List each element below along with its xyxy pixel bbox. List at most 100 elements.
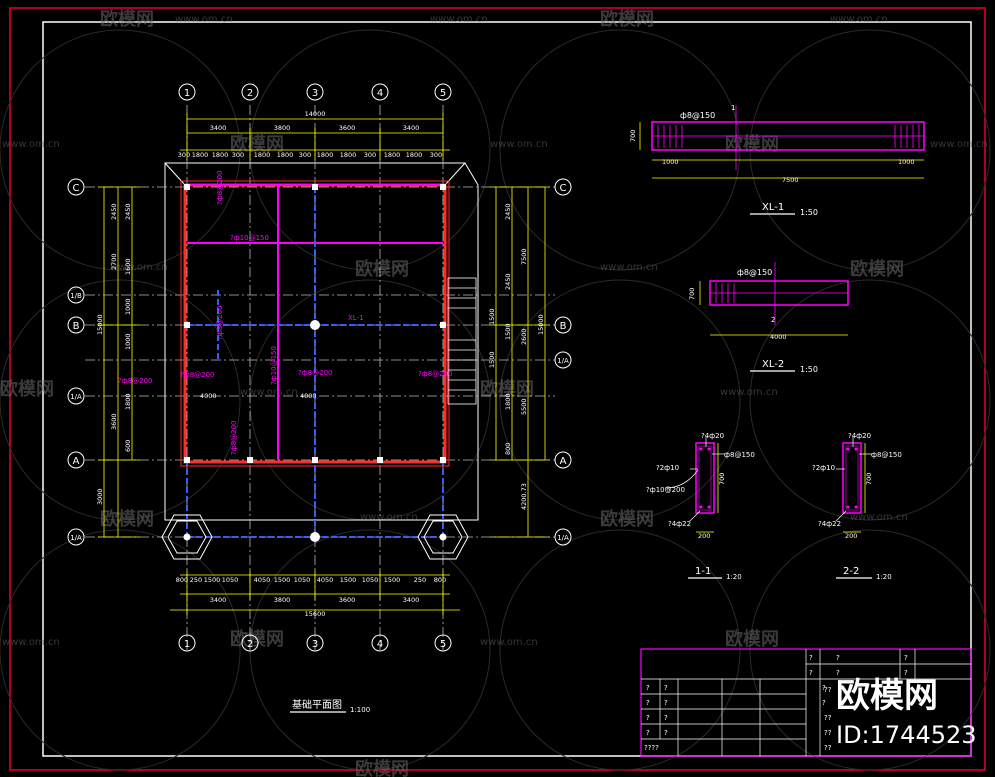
dim-left-7: 3600 — [110, 413, 118, 430]
axis-label-5-bottom: 5 — [440, 639, 446, 650]
tb-cell-12: ? — [664, 714, 668, 722]
axis-label-A0-left: 1/A — [70, 534, 82, 542]
section-2-2: ?4ф20 ?2ф10 ф8@150 ?4ф22 700 200 2-2 1:2… — [812, 432, 902, 581]
svg-text:www.om.cn: www.om.cn — [175, 14, 233, 25]
watermark-brand-large: 欧模网 — [836, 676, 938, 716]
s11-scale: 1:20 — [726, 573, 742, 581]
tb-cell-14: ? — [664, 729, 668, 737]
svg-text:欧模网: 欧模网 — [600, 8, 654, 30]
svg-text:www.om.cn: www.om.cn — [2, 637, 60, 648]
tb-cell-9: ? — [646, 699, 650, 707]
xl2-span: 4000 — [770, 333, 787, 341]
dim-bottom-sub-8: 4050 — [317, 576, 334, 584]
dim-top-sub-4: 300 — [232, 151, 244, 159]
axis-label-5-top: 5 — [440, 88, 446, 99]
tb-cell-7: ? — [646, 684, 650, 692]
dim-top-sub-3: 1800 — [212, 151, 229, 159]
xl2-height: 700 — [688, 288, 696, 300]
dim-bottom-span-3: 3600 — [339, 596, 356, 604]
dim-top-sub-7: 300 — [299, 151, 311, 159]
outer-frame — [9, 7, 986, 771]
svg-text:www.om.cn: www.om.cn — [930, 139, 988, 150]
tb-cell-1: ? — [809, 654, 813, 662]
s11-height: 700 — [718, 473, 726, 485]
dim-top-sub-2: 1800 — [192, 151, 209, 159]
axis-label-A-right: A — [560, 456, 567, 467]
svg-text:www.om.cn: www.om.cn — [490, 139, 548, 150]
xl2-scale: 1:50 — [800, 365, 818, 374]
s22-r4: ф8@150 — [871, 451, 902, 459]
s22-width: 200 — [845, 532, 857, 540]
beam-label-xl1: XL-1 — [348, 314, 364, 322]
svg-text:欧模网: 欧模网 — [230, 133, 284, 155]
tb-cell-4: ? — [809, 669, 813, 677]
svg-text:www.om.cn: www.om.cn — [830, 14, 888, 25]
dim-top-sub-8: 1800 — [317, 151, 334, 159]
dim-top-span-3: 3600 — [339, 124, 356, 132]
tb-cell-20: ?? — [824, 729, 832, 737]
dim-bottom-sub-10: 1050 — [362, 576, 379, 584]
dim-bottom-sub-13: 800 — [434, 576, 446, 584]
dim-bottom-total: 15600 — [305, 610, 326, 618]
dim-right-5: 1500 — [504, 323, 512, 340]
dim-label-4000-b: 4000 — [200, 392, 217, 400]
detail-xl1: ф8@150 1 700 1000 1000 7500 XL-1 1:50 — [629, 104, 925, 217]
dimension-lines-top — [98, 113, 550, 615]
xl2-title: XL-2 — [762, 359, 784, 370]
dim-top-sub-12: 1800 — [406, 151, 423, 159]
dim-top-sub-9: 1800 — [340, 151, 357, 159]
dim-top-sub-5: 1800 — [254, 151, 271, 159]
dim-bottom-sub-9: 1500 — [340, 576, 357, 584]
dim-right-total: 15000 — [537, 314, 545, 335]
dim-right-4: 1500 — [488, 308, 496, 325]
grid-axis-lines — [85, 105, 555, 650]
xl1-dim-right: 1000 — [898, 158, 915, 166]
xl1-dim-total: 7500 — [782, 176, 799, 184]
svg-text:www.om.cn: www.om.cn — [720, 387, 778, 398]
axis-label-A0-right: 1/A — [557, 534, 569, 542]
axis-label-1B-left: 1/B — [70, 292, 82, 300]
dim-left-6: 1000 — [124, 333, 132, 350]
dim-left-2: 2450 — [124, 203, 132, 220]
rebar-label-6: ?ф8@200 — [180, 371, 215, 379]
tb-cell-13: ? — [646, 729, 650, 737]
rebar-label-2: ?ф8@200 — [216, 170, 224, 205]
plan-title: 基础平面图 — [292, 698, 342, 711]
svg-text:www.om.cn: www.om.cn — [2, 139, 60, 150]
svg-text:www.om.cn: www.om.cn — [430, 14, 488, 25]
s22-r2: ?2ф10 — [812, 464, 835, 472]
section-1-1: ?4ф20 ?2ф10 ?ф10@200 ф8@150 ?4ф22 700 20… — [646, 432, 755, 581]
dim-top-sub-10: 300 — [364, 151, 376, 159]
tb-cell-5: ? — [836, 669, 840, 677]
axis-label-C-right: C — [560, 183, 567, 194]
tb-cell-8: ? — [664, 684, 668, 692]
s11-r2: ?2ф10 — [656, 464, 679, 472]
svg-text:欧模网: 欧模网 — [0, 378, 54, 400]
tb-cell-18: ?? — [824, 686, 832, 694]
tb-cell-3: ? — [904, 654, 908, 662]
rebar-label-1: ?ф10@150 — [230, 234, 269, 242]
axis-label-1-bottom: 1 — [184, 639, 190, 650]
grid-bubbles-top — [67, 83, 572, 652]
svg-text:www.om.cn: www.om.cn — [850, 512, 908, 523]
watermark-texts: 欧模网 欧模网 欧模网 欧模网 欧模网 欧模网 欧模网 欧模网 欧模网 欧模网 … — [0, 8, 988, 777]
dim-right-10: 800 — [504, 443, 512, 455]
tb-cell-17: ???? — [644, 744, 659, 752]
rebar-label-9: ?ф8@200 — [230, 420, 238, 455]
xl1-rebar: ф8@150 — [680, 111, 715, 120]
dim-right-11: 4200.73 — [520, 483, 528, 510]
column-nodes — [184, 184, 446, 542]
plan-scale: 1:100 — [350, 706, 370, 714]
dim-top-span-4: 3400 — [403, 124, 420, 132]
axis-label-B-left: B — [73, 321, 80, 332]
axis-label-C-left: C — [73, 183, 80, 194]
dim-left-8: 1800 — [124, 393, 132, 410]
axis-label-3-top: 3 — [312, 88, 318, 99]
dim-bottom-span-4: 3400 — [403, 596, 420, 604]
dim-top-span-1: 3400 — [210, 124, 227, 132]
dim-right-7: 1500 — [488, 351, 496, 368]
axis-label-4-bottom: 4 — [377, 639, 383, 650]
dim-bottom-sub-3: 1500 — [204, 576, 221, 584]
dim-top-sub-11: 1800 — [384, 151, 401, 159]
